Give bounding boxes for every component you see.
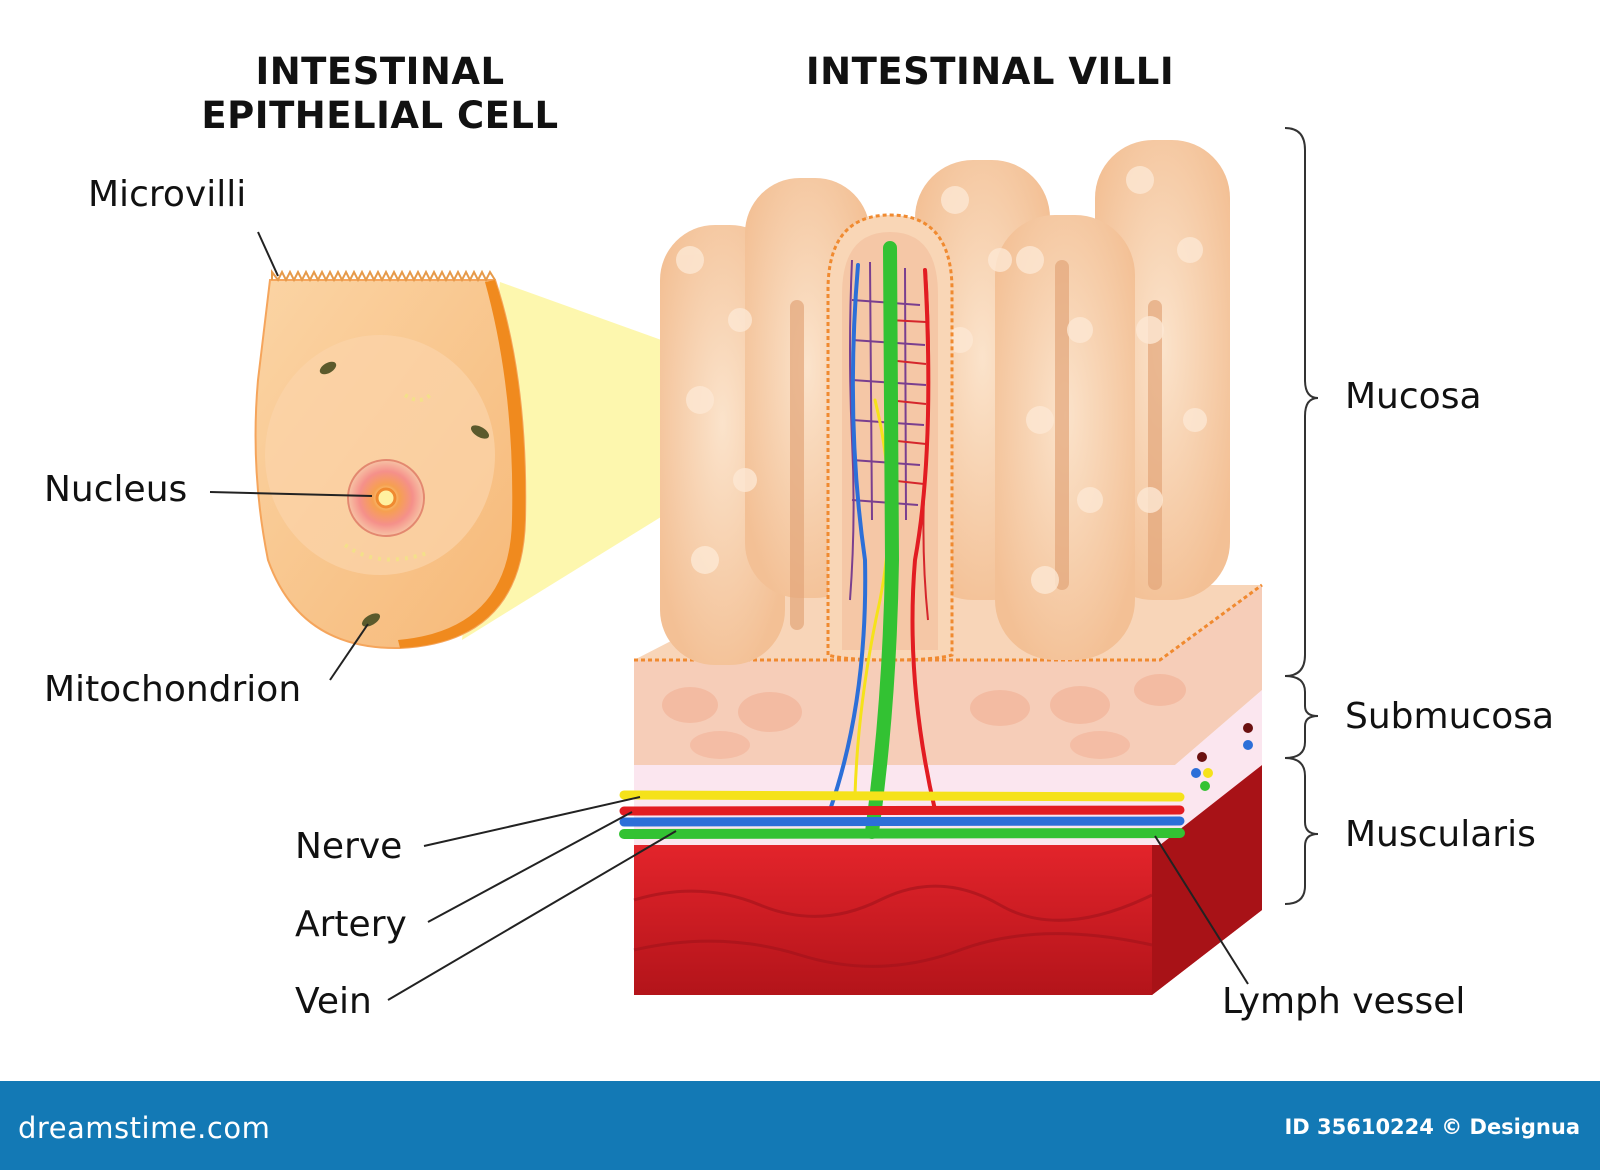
artery-branch <box>910 268 937 812</box>
label-lymph-vessel: Lymph vessel <box>1222 981 1466 1022</box>
vessel-cross-sections <box>1191 723 1253 791</box>
image-id-credit: ID 35610224 © Designua <box>1284 1115 1580 1139</box>
mitochondrion-2 <box>470 425 490 439</box>
mitochondrion-3 <box>361 613 381 627</box>
label-vein: Vein <box>295 981 372 1022</box>
mitochondrion-1 <box>319 361 337 375</box>
label-microvilli: Microvilli <box>88 174 247 215</box>
label-nerve: Nerve <box>295 826 403 867</box>
label-muscularis: Muscularis <box>1345 814 1536 855</box>
layer-brackets <box>1284 127 1319 905</box>
label-mitochondrion: Mitochondrion <box>44 669 302 710</box>
muscularis-layer <box>633 765 1262 995</box>
vein-branch <box>828 263 868 812</box>
label-nucleus: Nucleus <box>44 469 188 510</box>
label-artery: Artery <box>295 904 407 945</box>
vessels <box>619 241 1185 839</box>
leader-lines <box>209 231 1249 1001</box>
cell-title: INTESTINAL EPITHELIAL CELL <box>201 50 559 137</box>
cell-inner <box>265 335 495 575</box>
epithelial-cell <box>254 269 527 650</box>
dreamstime-logo[interactable]: dreamstime.com <box>18 1111 271 1145</box>
villi-title: INTESTINAL VILLI <box>805 50 1175 93</box>
label-submucosa: Submucosa <box>1345 696 1555 737</box>
label-mucosa: Mucosa <box>1345 376 1482 417</box>
microvilli-fringe <box>271 269 496 283</box>
footer-bar: dreamstime.com ID 35610224 © Designua <box>0 1081 1600 1170</box>
